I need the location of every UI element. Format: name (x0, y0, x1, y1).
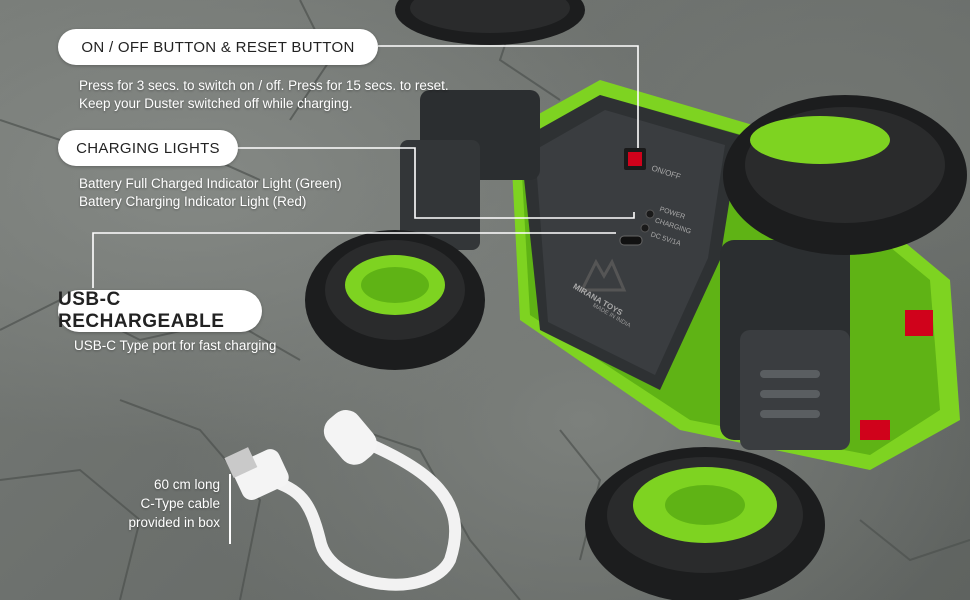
charging-description: Battery Full Charged Indicator Light (Gr… (79, 175, 342, 211)
onoff-description: Press for 3 secs. to switch on / off. Pr… (79, 77, 449, 113)
tail-light-top (905, 310, 933, 336)
charging-line-2: Battery Charging Indicator Light (Red) (79, 194, 307, 209)
onoff-title: ON / OFF BUTTON & RESET BUTTON (81, 38, 355, 56)
cable-note-divider (229, 474, 231, 544)
cable-description: 60 cm long C-Type cable provided in box (100, 475, 220, 532)
power-switch (628, 152, 642, 166)
charging-title-pill: CHARGING LIGHTS (58, 130, 238, 166)
tire-front-left (305, 230, 485, 370)
usb-c-plug (323, 410, 377, 465)
tire-top (395, 0, 585, 45)
front-gearbox (400, 140, 480, 250)
usbc-line-1: USB-C Type port for fast charging (74, 338, 277, 353)
power-light (645, 209, 655, 219)
cable-line-1: 60 cm long (153, 477, 220, 492)
usb-cable (224, 410, 461, 591)
charging-light (640, 223, 650, 233)
tire-rear-bottom (585, 447, 825, 600)
onoff-leader-line (378, 45, 639, 148)
cable-line-2: C-Type cable (140, 496, 220, 511)
usb-a-connector (224, 447, 258, 479)
usbc-title-pill: USB-C RECHARGEABLE (58, 289, 262, 332)
brand-logo (579, 258, 627, 292)
onoff-title-pill: ON / OFF BUTTON & RESET BUTTON (58, 29, 378, 65)
tail-light-bottom (860, 420, 890, 440)
usbc-title: USB-C RECHARGEABLE (58, 289, 225, 332)
charging-leader-line (238, 147, 635, 219)
tire-rear-right-top (723, 95, 967, 255)
onoff-line-1: Press for 3 secs. to switch on / off. Pr… (79, 78, 449, 93)
onoff-line-2: Keep your Duster switched off while char… (79, 96, 353, 111)
cable-line-3: provided in box (128, 515, 220, 530)
usb-c-port (619, 235, 643, 246)
charging-line-1: Battery Full Charged Indicator Light (Gr… (79, 176, 342, 191)
usbc-description: USB-C Type port for fast charging (74, 337, 276, 355)
charging-title: CHARGING LIGHTS (76, 139, 220, 157)
usbc-leader-line (92, 232, 616, 288)
